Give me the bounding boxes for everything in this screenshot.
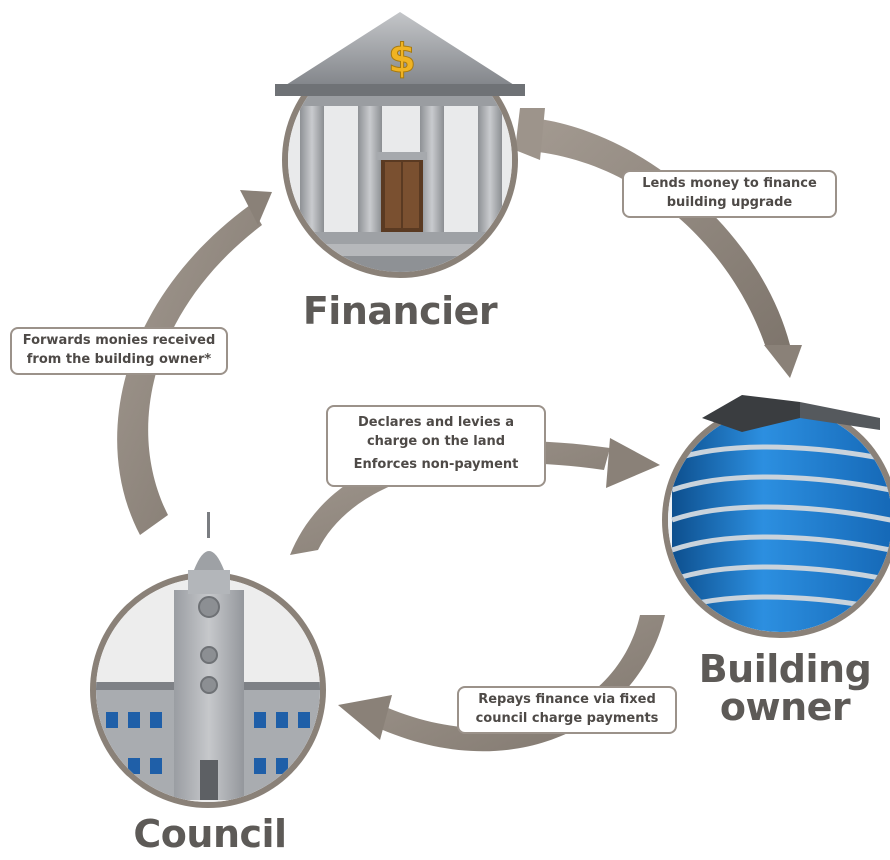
council-label: Council bbox=[133, 812, 287, 856]
arrow-financier-to-owner-head bbox=[764, 345, 802, 378]
callout-lends: Lends money to finance building upgrade bbox=[622, 170, 837, 218]
bank-roof bbox=[275, 12, 525, 92]
council-node bbox=[90, 512, 326, 808]
building-owner-label-line2: owner bbox=[719, 685, 851, 729]
arrow-council-to-financier-head bbox=[240, 190, 272, 225]
arrow-council-to-owner-head bbox=[606, 438, 660, 488]
financier-node: $ bbox=[275, 12, 525, 278]
callout-declares-line1: Declares and levies a bbox=[358, 415, 514, 430]
office-building-icon bbox=[668, 408, 890, 632]
tower-roof bbox=[702, 395, 800, 432]
callout-declares: Declares and levies a charge on the land… bbox=[326, 405, 546, 487]
callout-repays-line2: council charge payments bbox=[475, 711, 659, 726]
callout-declares-line2: charge on the land bbox=[366, 434, 506, 449]
callout-repays-line1: Repays finance via fixed bbox=[478, 692, 656, 707]
callout-declares-line3: Enforces non-payment bbox=[353, 457, 519, 472]
callout-lends-line1: Lends money to finance bbox=[642, 176, 817, 191]
arrow-financier-tail bbox=[515, 108, 545, 160]
building-owner-label: Building owner bbox=[680, 650, 890, 726]
callout-lends-line2: building upgrade bbox=[666, 195, 793, 210]
currency-symbol: $ bbox=[388, 36, 416, 82]
council-cupola bbox=[188, 570, 230, 594]
financier-label: Financier bbox=[302, 289, 498, 333]
callout-forwards-line2: from the building owner* bbox=[26, 352, 212, 367]
arrow-owner-to-council-head bbox=[338, 695, 392, 740]
callout-repays: Repays finance via fixed council charge … bbox=[457, 686, 677, 734]
building-owner-label-line1: Building bbox=[698, 647, 872, 691]
arrow-financier-to-owner bbox=[532, 118, 790, 345]
bank-icon bbox=[288, 92, 512, 272]
building-owner-node bbox=[662, 395, 890, 638]
callout-forwards: Forwards monies received from the buildi… bbox=[10, 327, 228, 375]
callout-forwards-line1: Forwards monies received bbox=[22, 333, 216, 348]
